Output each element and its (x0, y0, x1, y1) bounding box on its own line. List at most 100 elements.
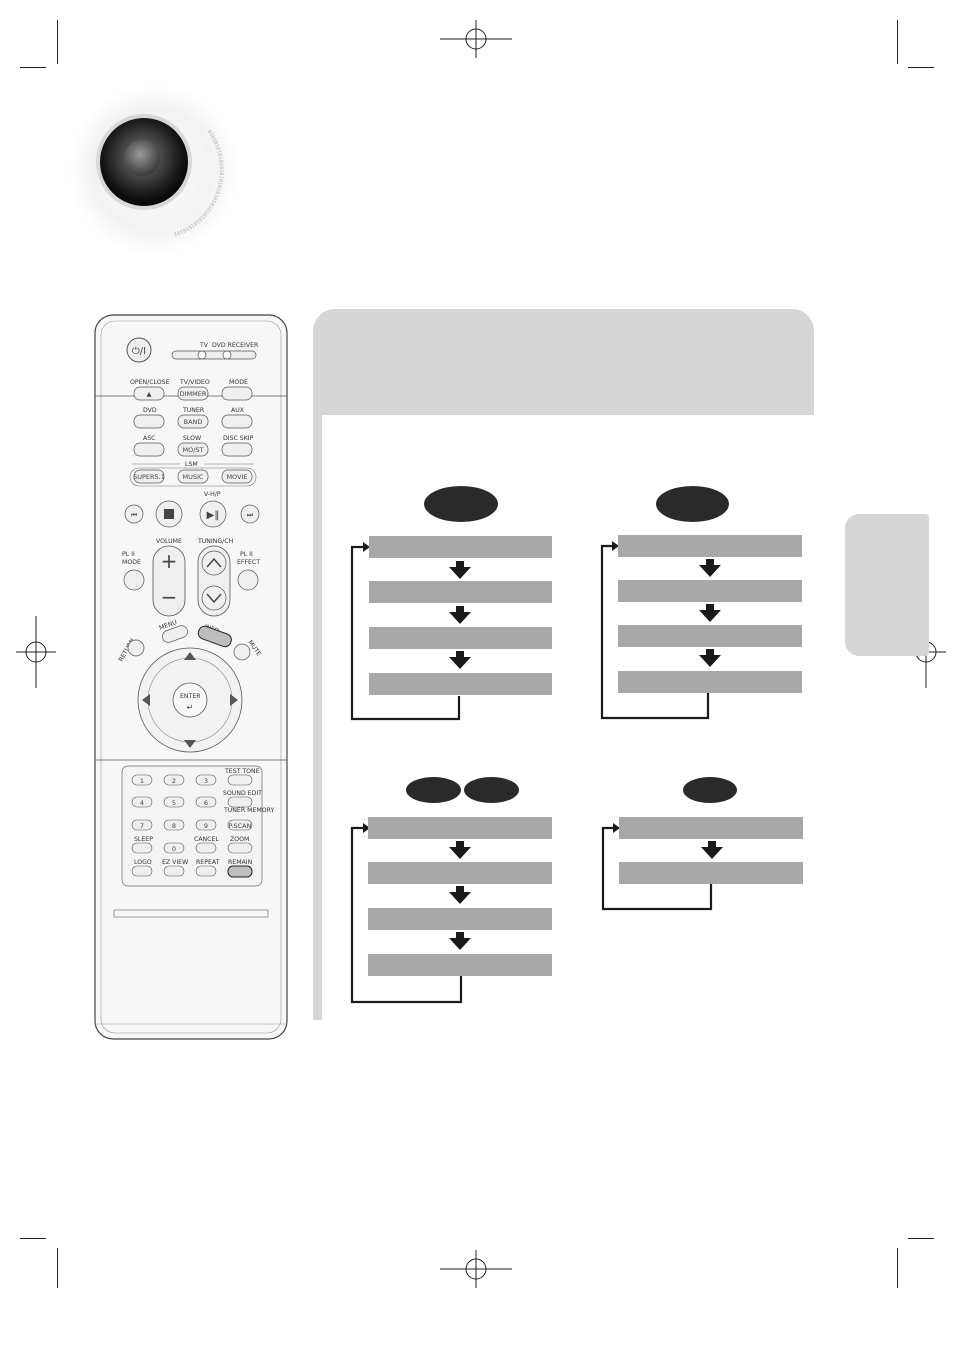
tuning-label: TUNING/CH (197, 538, 234, 545)
mode-button[interactable] (221, 386, 253, 401)
svg-text:6: 6 (204, 799, 208, 807)
right-arrow-icon[interactable] (230, 694, 238, 706)
power-button[interactable] (126, 337, 152, 363)
dvd-button[interactable] (133, 414, 165, 429)
down-arrow-icon (449, 932, 471, 950)
registration-mark-left (16, 616, 56, 688)
logo-button[interactable] (131, 865, 153, 877)
play-pause-icon: ▶‖ (207, 510, 220, 521)
keypad-row-4: SLEEP 0 CANCEL ZOOM (131, 836, 253, 854)
enter-icon: ↵ (187, 703, 194, 712)
crop-mark-tl-h (20, 67, 46, 68)
mode-label: MODE (122, 559, 141, 566)
chapter-side-tab (845, 514, 929, 656)
flow-step (618, 580, 802, 602)
skip-forward-button[interactable] (240, 504, 260, 524)
vhp-label: V-H/P (204, 491, 221, 498)
svg-text:4: 4 (140, 799, 144, 807)
test-tone-button[interactable] (227, 774, 253, 786)
cancel-button[interactable] (195, 842, 217, 854)
return-button[interactable] (127, 639, 145, 657)
disc-skip-button[interactable] (221, 442, 253, 457)
key-4-button[interactable] (131, 796, 153, 808)
aux-button[interactable] (221, 414, 253, 429)
down-arrow-icon (449, 561, 471, 579)
keypad-row-5: LOGO EZ VIEW REPEAT REMAIN (131, 859, 253, 878)
mode-switch[interactable] (171, 350, 257, 360)
zoom-button[interactable] (227, 842, 253, 854)
up-arrow-icon[interactable] (184, 652, 196, 660)
open-close-button[interactable] (133, 386, 165, 401)
mute-button[interactable] (233, 643, 251, 661)
skip-forward-icon: ⏭ (247, 511, 254, 519)
key-5-button[interactable] (163, 796, 185, 808)
dimmer-button[interactable] (177, 386, 209, 401)
key-1-button[interactable] (131, 774, 153, 786)
pl-effect-button[interactable] (237, 569, 259, 591)
loop-line (600, 541, 710, 720)
down-arrow-icon (449, 841, 471, 859)
flow-step (618, 535, 802, 557)
play-pause-button[interactable] (199, 500, 227, 528)
loop-line (350, 823, 463, 1004)
remain-button[interactable] (227, 865, 253, 878)
flow-step (619, 817, 803, 839)
flow-step (368, 908, 552, 930)
band-button[interactable] (177, 414, 209, 429)
dvd-receiver-led-label: DVD RECEIVER (212, 342, 259, 349)
sleep-label: SLEEP (134, 836, 153, 843)
keypad-row-1: 1 2 3 TEST TONE (131, 768, 260, 786)
key-8-button[interactable] (163, 819, 185, 831)
open-close-label: OPEN/CLOSE (130, 379, 170, 386)
pl-mode-button[interactable] (123, 569, 145, 591)
p-scan-label: P.SCAN (229, 822, 252, 830)
sound-edit-button[interactable] (227, 796, 253, 808)
flow-step (369, 581, 552, 603)
aux-label: AUX (231, 407, 245, 414)
key-3-button[interactable] (195, 774, 217, 786)
info-button[interactable] (197, 625, 233, 649)
svg-text:▲: ▲ (147, 390, 152, 398)
tuner-memory-label: TUNER MEMORY (223, 807, 274, 814)
tuning-rocker[interactable] (197, 545, 231, 617)
super51-button[interactable] (133, 469, 165, 484)
movie-button[interactable] (221, 469, 253, 484)
flow-step (618, 625, 802, 647)
down-arrow-icon (449, 651, 471, 669)
section-left-rule (313, 413, 322, 1020)
test-tone-label: TEST TONE (224, 768, 260, 775)
svg-text:2: 2 (172, 777, 176, 785)
ez-view-button[interactable] (163, 865, 185, 877)
menu-button[interactable] (161, 624, 190, 644)
down-arrow-icon (699, 649, 721, 667)
flow-step (368, 862, 552, 884)
down-arrow-icon (449, 606, 471, 624)
svg-text:SUPER5.1: SUPER5.1 (133, 473, 165, 481)
key-7-button[interactable] (131, 819, 153, 831)
skip-back-button[interactable] (124, 504, 144, 524)
key-0-button[interactable] (163, 842, 185, 854)
key-9-button[interactable] (195, 819, 217, 831)
effect-label: EFFECT (237, 559, 260, 566)
crop-mark-br-v (897, 1248, 898, 1288)
flow-step (619, 862, 803, 884)
asc-button[interactable] (133, 442, 165, 457)
down-arrow-icon[interactable] (184, 740, 196, 748)
loop-line (350, 542, 461, 721)
music-button[interactable] (177, 469, 209, 484)
keypad-row-3: 7 8 9 TUNER MEMORY P.SCAN (131, 807, 274, 831)
svg-text:DIMMER: DIMMER (180, 390, 207, 398)
tuner-memory-button[interactable] (227, 819, 253, 831)
key-2-button[interactable] (163, 774, 185, 786)
left-arrow-icon[interactable] (142, 694, 150, 706)
mo-st-button[interactable] (177, 442, 209, 457)
enter-button[interactable] (172, 682, 208, 718)
mode-badge (406, 777, 461, 803)
key-6-button[interactable] (195, 796, 217, 808)
loop-line (601, 823, 713, 911)
repeat-button[interactable] (195, 865, 217, 877)
pl-effect-label: PL II (240, 551, 253, 558)
volume-rocker[interactable] (152, 545, 186, 617)
sound-edit-label: SOUND EDIT (223, 790, 262, 797)
sleep-button[interactable] (131, 842, 153, 854)
